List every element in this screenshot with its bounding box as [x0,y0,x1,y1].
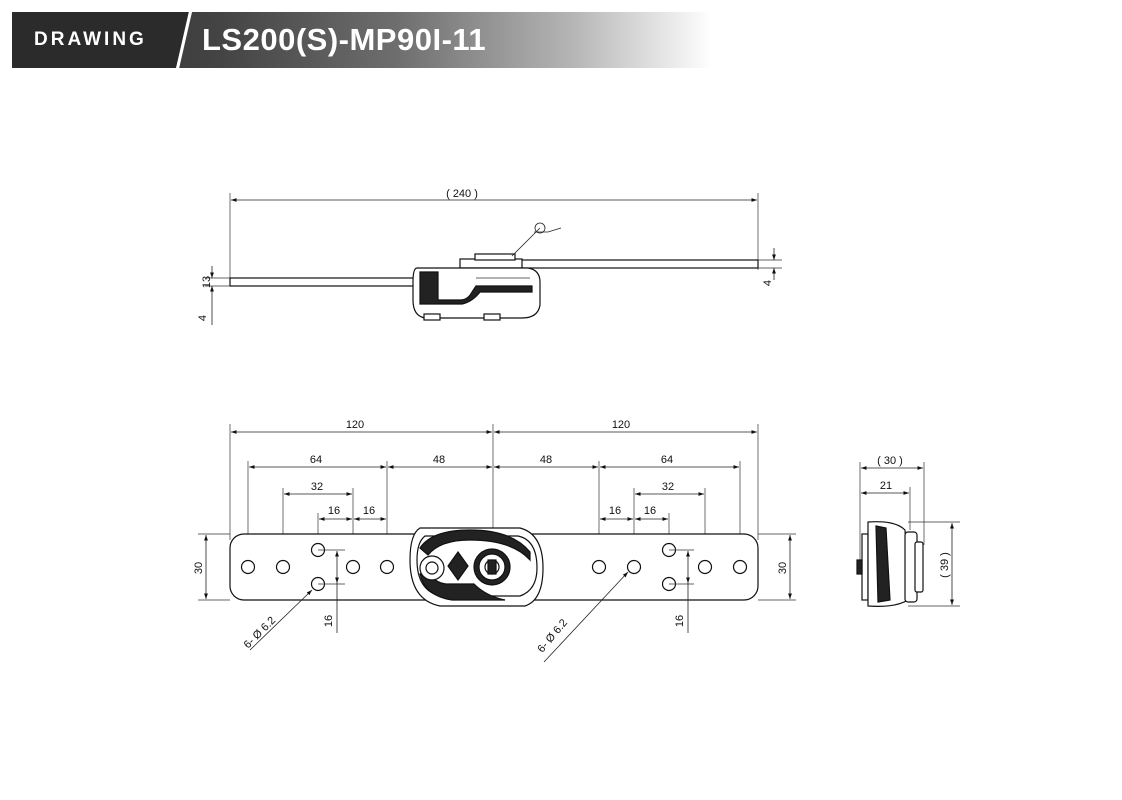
hole-callout-right: 6- Ø 6.2 [535,617,570,655]
surface-leader [511,227,541,257]
dim-right-32: 32 [662,481,674,493]
dim-left-120: 120 [346,419,364,431]
dim-right-16b: 16 [644,505,656,517]
top-foot-left [423,313,441,321]
dim-pitch-16-right: 16 [674,615,686,627]
hole [379,559,395,575]
hole [240,559,256,575]
dim-side-width-30: ( 30 ) [877,455,903,467]
dim-thickness-4-right: 4 [762,280,774,286]
header-label-box [12,12,190,68]
hole [591,559,607,575]
dim-right-16a: 16 [609,505,621,517]
hole [697,559,713,575]
dim-side-width-21: 21 [880,480,892,492]
mounting-holes [240,542,748,592]
hole [732,559,748,575]
hole [626,559,642,575]
side-lever [875,525,891,603]
dim-right-48: 48 [540,454,552,466]
top-lock-lever [419,271,533,305]
lock-body [409,527,544,607]
keyway-icon [487,559,497,575]
dim-gap-4-left: 4 [197,315,209,321]
brand-logo [447,550,469,582]
dim-overall-240: ( 240 ) [446,188,478,200]
lock-top-rim [419,529,531,562]
front-view: 120 120 64 48 48 64 32 32 16 16 16 16 [193,419,796,663]
dim-side-height-39: ( 39 ) [939,552,951,578]
dim-right-120: 120 [612,419,630,431]
dim-height-30-right: 30 [777,562,789,574]
top-left-plate [229,277,416,287]
side-plate [861,533,869,601]
dim-right-64: 64 [661,454,673,466]
drawing-header: DRAWING LS200(S)-MP90I-11 [12,12,712,68]
model-title: LS200(S)-MP90I-11 [202,22,487,57]
header-label: DRAWING [34,29,147,50]
hole [345,559,361,575]
hole-callout-left: 6- Ø 6.2 [242,615,279,652]
side-view: ( 30 ) 21 ( 39 ) [856,455,960,607]
side-tab [856,559,863,575]
top-foot-right [483,313,501,321]
dim-thickness-13: 13 [201,276,213,288]
top-view: ( 240 ) 13 4 4 [197,188,782,325]
dim-left-48: 48 [433,454,445,466]
surface-symbol-tick [534,227,562,233]
top-right-plate [519,259,759,269]
hole [275,559,291,575]
dim-pitch-16-left: 16 [323,615,335,627]
surface-symbol-circle [534,222,546,234]
dim-height-30-left: 30 [193,562,205,574]
dim-left-32: 32 [311,481,323,493]
dim-left-16a: 16 [328,505,340,517]
dim-left-16b: 16 [363,505,375,517]
dim-left-64: 64 [310,454,322,466]
top-cap-knob [474,253,516,261]
